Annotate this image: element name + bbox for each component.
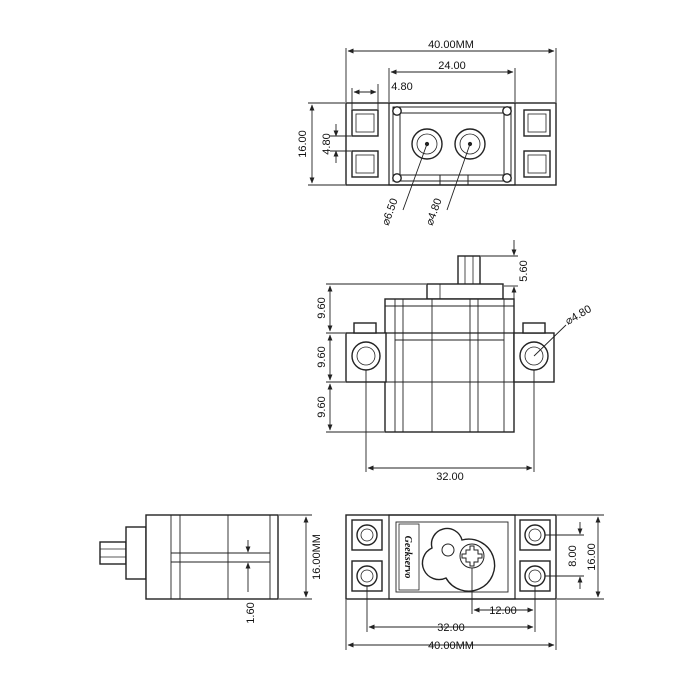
bottom-view-dimensions — [345, 514, 604, 650]
bottom-height-label: 16.00 — [586, 543, 598, 571]
top-height-label: 16.00 — [297, 130, 309, 158]
front-section-bottom-label: 9.60 — [316, 396, 328, 417]
front-view-shaft — [457, 255, 481, 287]
front-shaft-label: 5.60 — [518, 260, 530, 281]
bottom-view — [345, 514, 557, 600]
top-slot-height-label: 4.80 — [321, 133, 333, 154]
top-view-corner-screw — [502, 173, 512, 183]
top-view — [345, 102, 557, 186]
top-view-dimensions — [308, 48, 557, 211]
bottom-view-label-plate — [398, 523, 420, 591]
brand-logo-text: Geekservo — [402, 536, 413, 579]
front-section-top-label: 9.60 — [316, 297, 328, 318]
bottom-width-label: 40.00MM — [428, 640, 474, 652]
bottom-hole-spacing-label: 8.00 — [567, 545, 579, 566]
top-view-corner-screw — [392, 173, 402, 183]
bottom-view-horn — [421, 527, 496, 592]
bottom-pitch-label: 32.00 — [437, 622, 465, 634]
top-pitch-label: 24.00 — [438, 60, 466, 72]
front-view-dimensions — [326, 240, 567, 472]
side-view-body — [145, 514, 279, 600]
bottom-view-hole-tab — [351, 519, 383, 551]
top-slot-width-label: 4.80 — [391, 81, 412, 93]
top-view-slot — [351, 150, 379, 178]
front-section-middle-label: 9.60 — [316, 346, 328, 367]
top-view-slot — [523, 109, 551, 137]
top-view-corner-screw — [502, 106, 512, 116]
front-view-body — [384, 298, 515, 433]
top-big-hole-label: ⌀6.50 — [380, 197, 401, 227]
top-width-label: 40.00MM — [428, 39, 474, 51]
front-view-mount-hole — [351, 341, 381, 371]
top-view-slot — [523, 150, 551, 178]
bottom-shaft-offset-label: 12.00 — [489, 605, 517, 617]
side-view-dimensions — [242, 514, 312, 600]
side-view — [99, 514, 279, 600]
front-pitch-label: 32.00 — [436, 471, 464, 483]
front-view — [345, 255, 555, 433]
top-view-slot — [351, 109, 379, 137]
side-view-shaft — [99, 541, 127, 565]
top-view-corner-screw — [392, 106, 402, 116]
top-small-hole-label: ⌀4.80 — [424, 197, 445, 227]
top-view-inner-frame — [388, 102, 516, 186]
side-height-label: 16.00MM — [311, 534, 323, 580]
front-mount-hole-label: ⌀4.80 — [563, 303, 593, 327]
side-gap-label: 1.60 — [245, 602, 257, 623]
